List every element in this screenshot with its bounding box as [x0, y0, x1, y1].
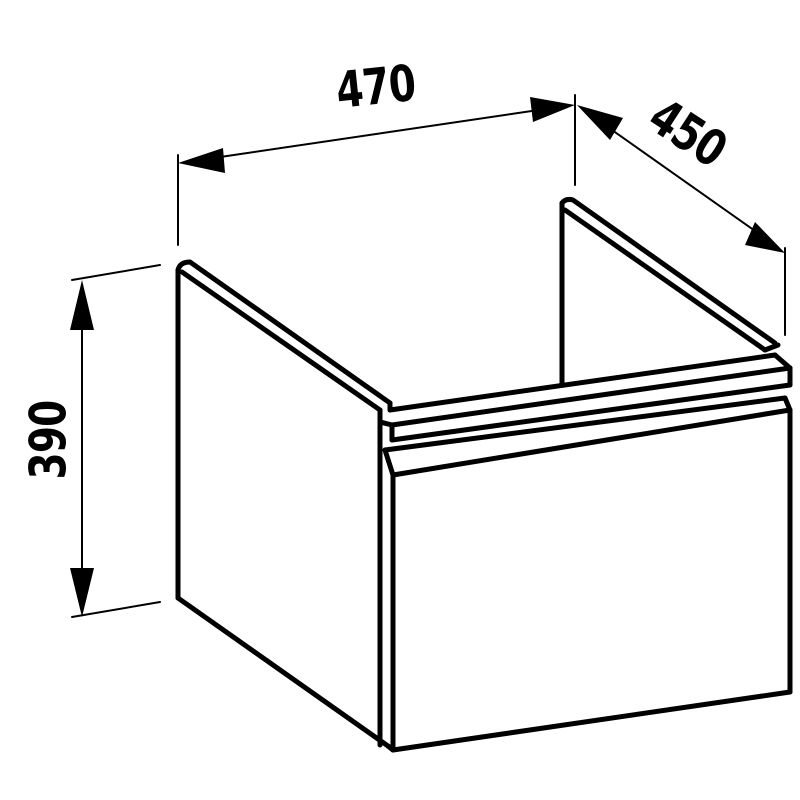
depth-arrow-top-icon — [577, 105, 623, 140]
drawer-front[interactable] — [382, 395, 793, 753]
width-dimension — [177, 94, 576, 246]
height-dimension-label: 390 — [19, 400, 78, 480]
depth-dimension-line — [594, 117, 766, 239]
width-dimension-line — [199, 107, 553, 161]
height-arrow-bottom-icon — [70, 568, 94, 617]
depth-dimension — [577, 105, 786, 336]
height-extension-line-top — [71, 264, 161, 281]
back-side-panel — [559, 196, 781, 388]
top-rail — [377, 352, 793, 443]
height-arrow-top-icon — [70, 280, 94, 330]
width-arrow-left-icon — [178, 148, 225, 173]
height-dimension — [70, 264, 161, 618]
width-dimension-label: 470 — [333, 54, 419, 120]
height-extension-line-bottom — [71, 601, 161, 618]
left-side-panel — [175, 259, 393, 749]
width-arrow-right-icon — [530, 97, 575, 122]
depth-arrow-bottom-icon — [745, 222, 785, 253]
